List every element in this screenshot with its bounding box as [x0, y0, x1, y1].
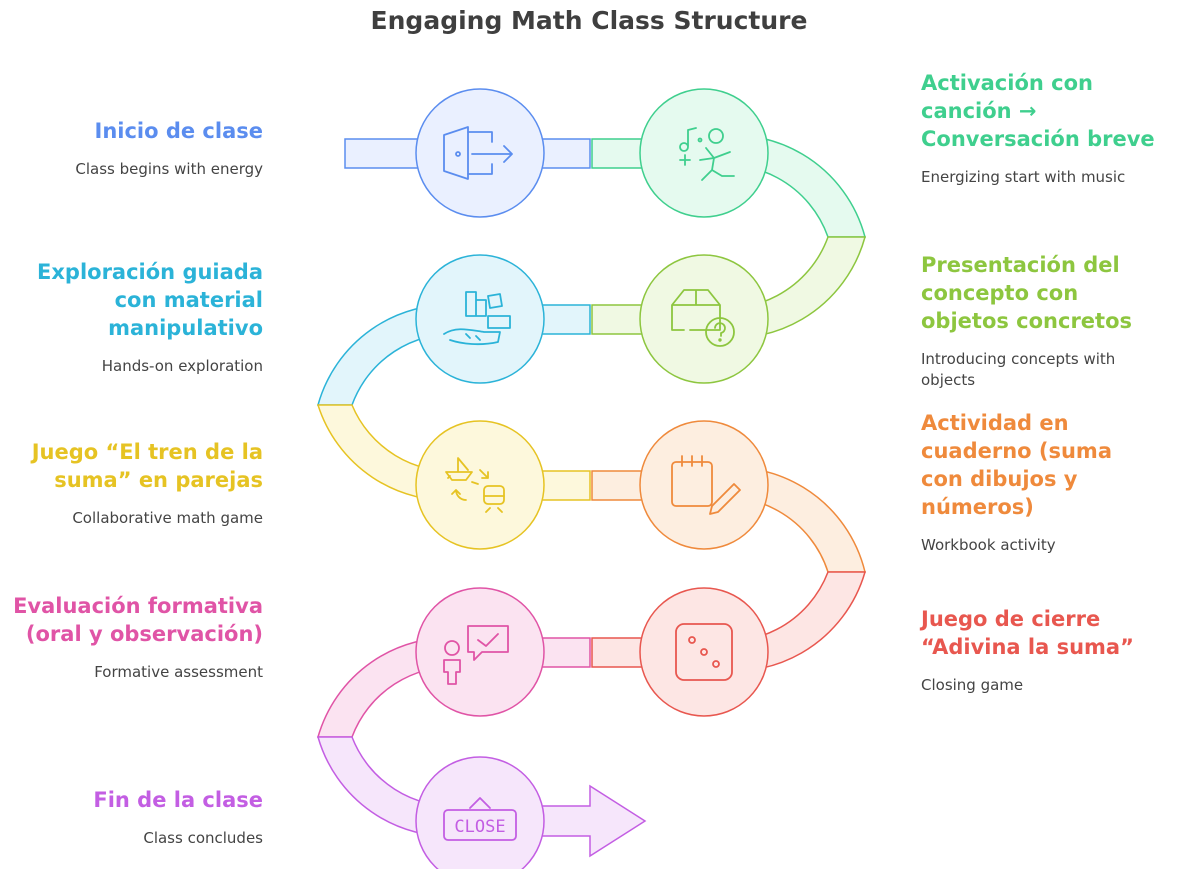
- step-2-description: Energizing start with music: [921, 168, 1126, 186]
- node-circle-8: [415, 587, 545, 717]
- node-circle-6: [639, 420, 769, 550]
- step-8-heading: Evaluación formativa (oral y observación…: [13, 594, 263, 646]
- step-9-heading: Fin de la clase: [93, 788, 263, 812]
- step-7-description: Closing game: [921, 676, 1024, 694]
- node-circle-4: [415, 254, 545, 384]
- notebook-pencil-icon: [671, 455, 741, 515]
- step-3-text: Presentación del concepto con objetos co…: [921, 251, 1166, 391]
- step-1-text: Inicio de clase Class begins with energy: [3, 117, 263, 180]
- step-8-description: Formative assessment: [94, 663, 263, 681]
- step-1-description: Class begins with energy: [75, 160, 263, 178]
- node-circle-3: [639, 254, 769, 384]
- person-chat-check-icon: [443, 625, 509, 685]
- node-circle-9: [415, 756, 545, 869]
- step-2-text: Activación con canción → Conversación br…: [921, 69, 1161, 188]
- close-sign-text: CLOSE: [454, 817, 505, 837]
- step-6-description: Workbook activity: [921, 536, 1056, 554]
- node-circle-5: [415, 420, 545, 550]
- step-4-heading: Exploración guiada con material manipula…: [37, 260, 263, 340]
- step-6-text: Actividad en cuaderno (suma con dibujos …: [921, 409, 1161, 556]
- node-circle-2: [639, 88, 769, 218]
- node-circle-1: [415, 88, 545, 218]
- step-1-heading: Inicio de clase: [94, 119, 264, 143]
- step-5-description: Collaborative math game: [72, 509, 263, 527]
- step-8-text: Evaluación formativa (oral y observación…: [13, 592, 263, 683]
- box-question-icon: [671, 289, 735, 347]
- step-7-heading: Juego de cierre “Adivina la suma”: [921, 607, 1134, 659]
- step-6-heading: Actividad en cuaderno (suma con dibujos …: [921, 411, 1112, 519]
- band-step-9: [317, 736, 647, 858]
- node-circle-7: [639, 587, 769, 717]
- step-3-heading: Presentación del concepto con objetos co…: [921, 253, 1133, 333]
- step-2-heading: Activación con canción → Conversación br…: [921, 71, 1155, 151]
- step-7-text: Juego de cierre “Adivina la suma” Closin…: [921, 605, 1166, 696]
- page-title: Engaging Math Class Structure: [370, 6, 808, 35]
- hand-blocks-icon: [443, 291, 511, 346]
- dice-icon: [675, 623, 733, 681]
- step-9-description: Class concludes: [143, 829, 263, 847]
- boat-train-icon: [445, 457, 505, 513]
- music-dance-icon: [679, 127, 735, 181]
- step-3-description: Introducing concepts with objects: [921, 350, 1116, 389]
- step-4-description: Hands-on exploration: [101, 357, 263, 375]
- step-5-text: Juego “El tren de la suma” en parejas Co…: [0, 438, 263, 529]
- door-exit-icon: [443, 126, 513, 180]
- step-4-text: Exploración guiada con material manipula…: [0, 258, 263, 377]
- step-9-text: Fin de la clase Class concludes: [3, 786, 263, 849]
- close-sign-icon: CLOSE: [443, 797, 517, 841]
- step-5-heading: Juego “El tren de la suma” en parejas: [31, 440, 263, 492]
